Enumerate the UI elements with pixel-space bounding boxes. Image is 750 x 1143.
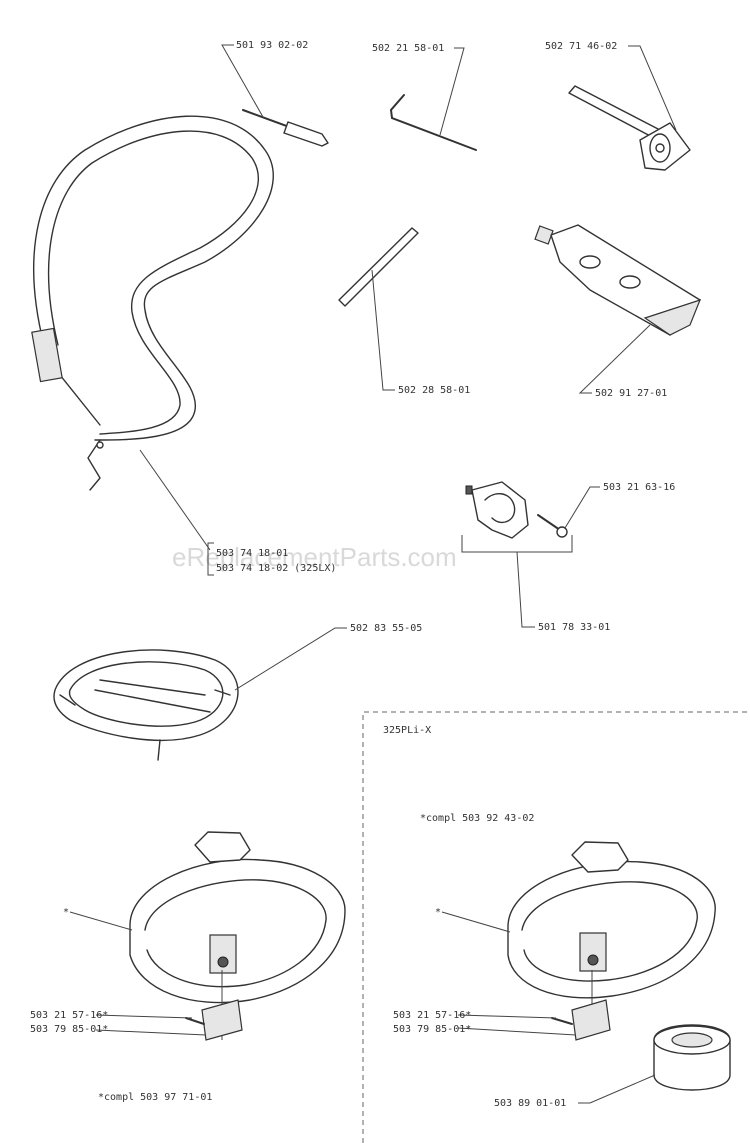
cup-part	[653, 1024, 731, 1091]
clamp-label: 501 78 33-01	[538, 622, 610, 633]
clamp-part	[465, 481, 529, 539]
rod-part	[338, 227, 419, 307]
clamp-screw-part	[537, 514, 568, 538]
clamp-bracket	[461, 535, 573, 553]
left-knife-leader	[95, 1029, 207, 1036]
rod-label: 502 28 58-01	[398, 385, 470, 396]
cup-leader	[578, 1074, 656, 1104]
clamp-screw-leader	[564, 486, 600, 529]
section-box	[362, 711, 750, 1143]
section-title: 325PLi-X	[383, 725, 431, 736]
clamp-screw-label: 503 21 63-16	[603, 482, 675, 493]
right-guard-ref: *	[435, 907, 441, 918]
spark-wrench-leader	[628, 45, 677, 131]
rod-leader	[371, 269, 395, 391]
cover-ring-label: 502 83 55-05	[350, 623, 422, 634]
watermark-text: eReplacementParts.com	[172, 542, 457, 572]
hex-key-part	[389, 94, 477, 151]
left-screw-label: 503 21 57-16*	[30, 1010, 108, 1021]
right-knife-label: 503 79 85-01*	[393, 1024, 471, 1035]
right-guard-ref-leader	[441, 911, 511, 933]
harness-label-a: 503 74 18-01	[216, 548, 288, 559]
left-guard-ref: *	[63, 907, 69, 918]
grease-tube-part	[534, 224, 702, 336]
right-compl-note: *compl 503 92 43-02	[420, 813, 534, 824]
right-guard-part	[507, 841, 716, 999]
left-knife-part	[185, 999, 243, 1041]
cup-label: 503 89 01-01	[494, 1098, 566, 1109]
spark-wrench-part	[568, 85, 691, 171]
left-compl-note: *compl 503 97 71-01	[98, 1092, 212, 1103]
harness-bracket	[207, 542, 214, 576]
left-guard-ref-leader	[69, 911, 133, 931]
hex-key-label: 502 21 58-01	[372, 43, 444, 54]
clamp-leader	[516, 551, 535, 628]
cover-ring-part	[53, 649, 239, 761]
left-guard-part	[129, 831, 346, 1004]
grease-tube-label: 502 91 27-01	[595, 388, 667, 399]
pin-leader	[221, 44, 264, 118]
spark-wrench-label: 502 71 46-02	[545, 41, 617, 52]
pin-label: 501 93 02-02	[236, 40, 308, 51]
cover-ring-leader	[234, 627, 347, 691]
harness-part	[31, 115, 274, 491]
pin-part	[242, 109, 329, 147]
right-knife-leader	[457, 1027, 577, 1036]
right-screw-label: 503 21 57-16*	[393, 1010, 471, 1021]
hex-key-leader	[439, 47, 465, 136]
harness-leader	[139, 449, 211, 551]
harness-label-b: 503 74 18-02 (325LX)	[216, 563, 336, 574]
left-knife-label: 503 79 85-01*	[30, 1024, 108, 1035]
right-knife-part	[551, 999, 611, 1041]
right-screw-leader	[457, 1014, 557, 1019]
grease-tube-leader	[578, 324, 651, 394]
left-screw-leader	[95, 1014, 193, 1019]
